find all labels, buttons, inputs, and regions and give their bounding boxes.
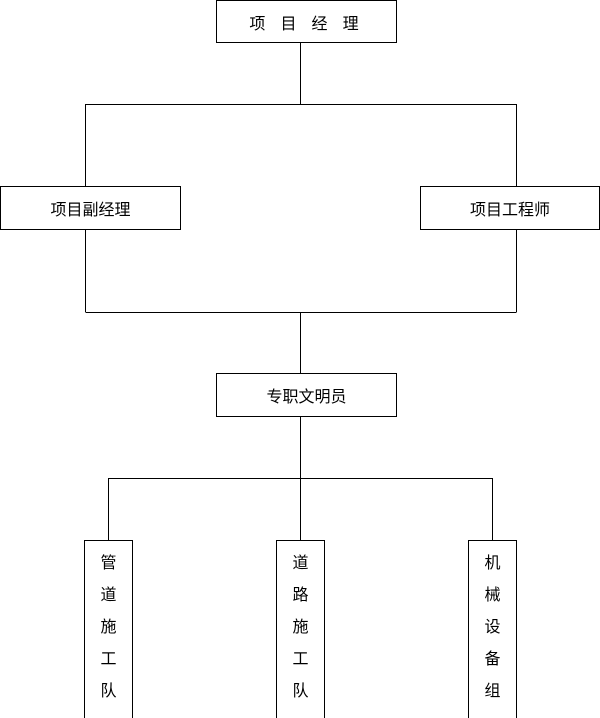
team-3-char-4: 备 bbox=[484, 649, 501, 668]
team-2-char-4: 工 bbox=[292, 649, 309, 668]
team-1-char-5: 队 bbox=[100, 681, 117, 700]
project-engineer-box: 项目工程师 bbox=[420, 186, 600, 230]
civilization-officer-box: 专职文明员 bbox=[216, 373, 397, 417]
machinery-equipment-group-box: 机 械 设 备 组 bbox=[468, 540, 517, 718]
deputy-manager-box: 项目副经理 bbox=[0, 186, 181, 230]
team-3-char-5: 组 bbox=[484, 681, 501, 700]
team-1-char-1: 管 bbox=[100, 553, 117, 572]
team-1-char-2: 道 bbox=[100, 585, 117, 604]
team-2-char-1: 道 bbox=[292, 553, 309, 572]
team-2-char-5: 队 bbox=[292, 681, 309, 700]
team-3-char-3: 设 bbox=[484, 617, 501, 636]
team-2-char-2: 路 bbox=[292, 585, 309, 604]
pipeline-construction-team-box: 管 道 施 工 队 bbox=[84, 540, 133, 718]
team-2-char-3: 施 bbox=[292, 617, 309, 636]
team-1-char-3: 施 bbox=[100, 617, 117, 636]
team-1-char-4: 工 bbox=[100, 649, 117, 668]
team-3-char-2: 械 bbox=[484, 585, 501, 604]
team-3-char-1: 机 bbox=[484, 553, 501, 572]
road-construction-team-box: 道 路 施 工 队 bbox=[276, 540, 325, 718]
project-manager-box: 项 目 经 理 bbox=[216, 0, 397, 43]
